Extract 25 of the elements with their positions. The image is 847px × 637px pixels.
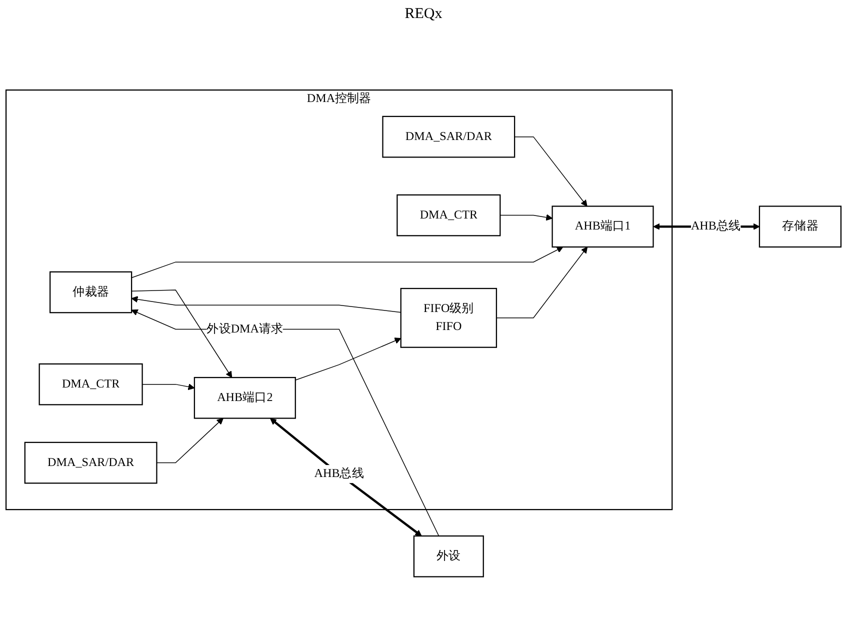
node-box: AHB端口1 xyxy=(552,205,654,248)
node-box: 存储器 xyxy=(758,205,842,248)
node-box: FIFO级别 FIFO xyxy=(400,288,498,348)
arrow xyxy=(131,289,232,378)
signal-label: REQx xyxy=(404,6,442,22)
arrow xyxy=(496,246,588,318)
edge-label: 外设DMA请求 xyxy=(206,322,284,335)
arrow xyxy=(142,383,195,390)
edge-label: AHB总线 xyxy=(314,466,364,480)
node-box: 仲裁器 xyxy=(50,270,132,313)
node-box: AHB端口2 xyxy=(194,376,296,418)
arrow xyxy=(295,337,402,380)
arrow xyxy=(156,418,224,463)
arrow xyxy=(131,308,440,536)
arrow xyxy=(131,246,564,278)
arrow xyxy=(500,214,553,220)
arrow xyxy=(270,418,422,536)
node-box: 外设 xyxy=(413,535,484,577)
node-box: DMA_SAR/DAR xyxy=(382,116,516,158)
arrow xyxy=(131,296,402,312)
node-box: DMA_SAR/DAR xyxy=(24,441,158,484)
edge-label: AHB总线 xyxy=(690,219,741,232)
node-box: DMA_CTR xyxy=(396,194,501,236)
node-box: DMA_CTR xyxy=(38,362,143,405)
arrow xyxy=(514,136,588,206)
